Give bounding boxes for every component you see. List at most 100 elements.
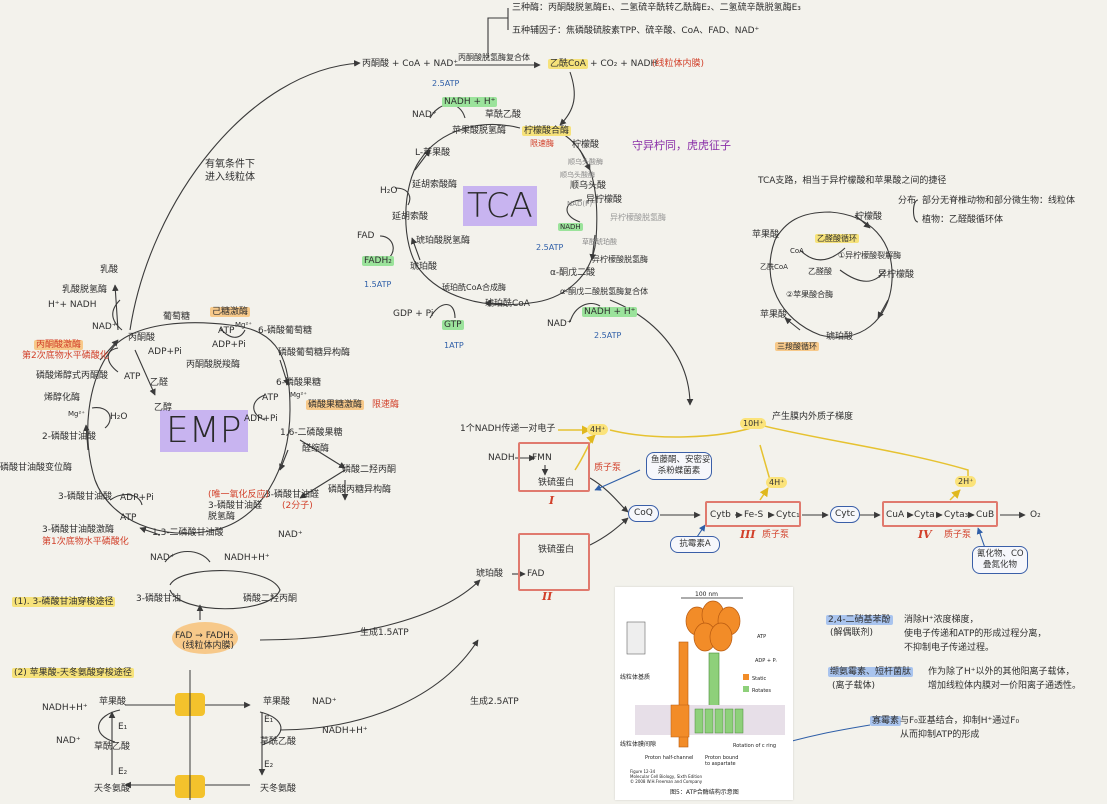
glyox-enz1: ①异柠檬酸裂解酶 [838, 251, 902, 260]
tca-oxaloacetate: 草酰乙酸 [485, 110, 522, 120]
etc-cytb: Cytb [710, 510, 731, 520]
shuttle2-nad-r: NAD⁺ [312, 697, 337, 707]
pdh-location: (线粒体内膜) [652, 59, 705, 69]
etc-nadh: NADH [488, 453, 515, 463]
emp-mg3: Mg²⁺ [68, 410, 85, 418]
glyox-dist-2: 植物：乙醛酸循环体 [922, 215, 1004, 225]
etc-succinate: 琥珀酸 [476, 569, 504, 579]
shuttle2-e1-l: E₁ [118, 722, 128, 732]
tca-idh-curl [566, 199, 583, 223]
emp-pfk: 磷酸果糖激酶 [306, 400, 365, 410]
uncoupler-oligo: 寡霉素 [870, 716, 902, 726]
emp-atp-curl-1 [219, 327, 246, 338]
tca-rate-limiting: 限速酶 [530, 139, 554, 148]
emp-arrow-4 [83, 424, 90, 451]
pdh-reaction-right: + CO₂ + NADH [590, 59, 658, 69]
static-label: Static [752, 676, 767, 682]
tca-nadh-mdh: NADH + H⁺ [442, 97, 498, 107]
shuttle1-g3p: 3-磷酸甘油 [136, 594, 181, 604]
shuttle1-location: (线粒体内膜) [182, 641, 235, 651]
emp-pk: 丙酮酸激酶 [34, 340, 84, 350]
complex-III-label: III [740, 528, 756, 541]
glyox-succinate: 琥珀酸 [826, 332, 854, 342]
tca-sdh: 琥珀酸脱氢酶 [416, 236, 471, 246]
emp-nad-g: NAD⁺ [278, 530, 303, 540]
figure-credit: Molecular Cell Biology, Sixth Edition © … [630, 774, 703, 784]
tca-gdp: GDP + Pi [393, 309, 434, 319]
emp-only-oxidation: (唯一氧化反应) [208, 490, 270, 500]
tca-yield-note: 守异柠同，虎虎征子 [632, 139, 731, 152]
emp-mg1: Mg²⁺ [235, 321, 252, 329]
tca-gtp: GTP [442, 320, 464, 330]
tca-akg: α-酮戊二酸 [550, 268, 596, 278]
emp-g3pdh: 3-磷酸甘油醛 脱氢酶 [208, 501, 262, 522]
atp-label: ATP [757, 634, 767, 640]
shuttle2-malate-r: 苹果酸 [263, 697, 291, 707]
etc-cyta: Cyta [914, 510, 935, 520]
emp-arrow-1 [279, 359, 290, 386]
proton-line-main [609, 424, 969, 478]
complex-I-box [518, 442, 590, 492]
emp-hexokinase: 己糖激酶 [210, 307, 251, 317]
emp-atp-curl-2 [253, 394, 266, 421]
glyox-citrate: 柠檬酸 [855, 212, 883, 222]
emp-enolase: 烯醇化酶 [44, 393, 81, 403]
inhibitor-antimycin: 抗霉素A [670, 536, 720, 553]
aerobic-note: 有氧条件下 进入线粒体 [205, 159, 255, 183]
emp-enolase-curl [91, 407, 111, 429]
emp-arrow-5 [99, 339, 119, 361]
etc-fmn: FMN [532, 453, 552, 463]
tca-arrow-5 [414, 149, 431, 171]
emp-atp-pk: ATP [124, 372, 141, 382]
shuttle2-nadh-l: NADH+H⁺ [42, 703, 88, 713]
emp-pdc: 丙酮酸脱羧酶 [186, 360, 241, 370]
tca-h2o-curl [394, 187, 411, 206]
tca-isocitrate: 异柠檬酸 [586, 195, 623, 205]
etc-pump-3: 质子泵 [762, 530, 790, 540]
pdh-bracket [487, 8, 509, 58]
tca-fumarate: 延胡索酸 [392, 212, 429, 222]
etc-cyta3: Cyta₃ [944, 510, 969, 520]
atp-synthase-figure: 100 nm ATP ADP + Pᵢ Static Rotates 线粒体基质… [615, 587, 793, 800]
glyox-distribution: 分布 [898, 196, 917, 206]
emp-bpg: 1,3-二磷酸甘油酸 [152, 528, 224, 538]
uncoupler-dnp-1: 消除H⁺浓度梯度， [904, 615, 979, 625]
tca-atp-akg: 2.5ATP [594, 331, 622, 340]
inhibitor-complex-IV: 氰化物、CO 叠氮化物 [972, 546, 1028, 574]
shuttle1-dhap: 磷酸二羟丙酮 [243, 594, 298, 604]
emp-title: EMP [160, 410, 248, 452]
pdh-enzymes-note: 三种酶：丙酮酸脱氢酶E₁、二氢硫辛酰转乙酰酶E₂、二氢硫辛酰脱氢酶E₃ [512, 3, 801, 13]
emp-pgk: 3-磷酸甘油酸激酶 [42, 525, 114, 535]
etc-h4-2: 4H⁺ [766, 477, 788, 488]
emp-nad-g2: NAD⁺ [150, 553, 175, 563]
emp-nad-curl [164, 550, 211, 563]
shuttle2-e2-l: E₂ [118, 767, 128, 777]
shuttle1-yield: 生成1.5ATP [360, 628, 409, 638]
shuttle2-title: (2) 苹果酸-天冬氨酸穿梭途径 [12, 668, 134, 678]
shuttle2-curl-l [98, 709, 121, 743]
emp-two-molecules: (2分子) [282, 501, 313, 511]
emp-glucose: 葡萄糖 [163, 312, 191, 322]
emp-3pg: 3-磷酸甘油酸 [58, 492, 112, 502]
emp-isomerase: 磷酸葡萄糖异构酶 [278, 348, 351, 358]
shuttle1-title: (1). 3-磷酸甘油穿梭途径 [12, 597, 116, 607]
emp-dhap: 磷酸二羟丙酮 [342, 465, 397, 475]
emp-g3p: 3-磷酸甘油醛 [265, 490, 319, 500]
glyox-coa: CoA [790, 247, 804, 255]
adp-label: ADP + Pᵢ [755, 658, 777, 664]
emp-aldolase: 醛缩酶 [302, 444, 330, 454]
etc-cua: CuA [886, 510, 905, 520]
shuttle2-e1-r: E₁ [264, 715, 274, 725]
tca-atp-gtp: 1ATP [444, 341, 464, 350]
acetylcoa-arrow [559, 71, 575, 126]
emp-pk-curl [107, 347, 119, 373]
tca-nad-mdh: NAD⁺ [412, 110, 437, 120]
emp-rate-limiting: 限速酶 [372, 400, 400, 410]
uncoupler-dnp-3: 不抑制电子传递过程。 [904, 643, 995, 653]
complex-III-box [705, 501, 801, 527]
tca-arrow-4 [410, 237, 421, 261]
emp-lactate: 乳酸 [100, 265, 119, 275]
etc-pump-1: 质子泵 [594, 463, 622, 473]
emp-adp-pgk: ADP+Pi [120, 493, 154, 503]
